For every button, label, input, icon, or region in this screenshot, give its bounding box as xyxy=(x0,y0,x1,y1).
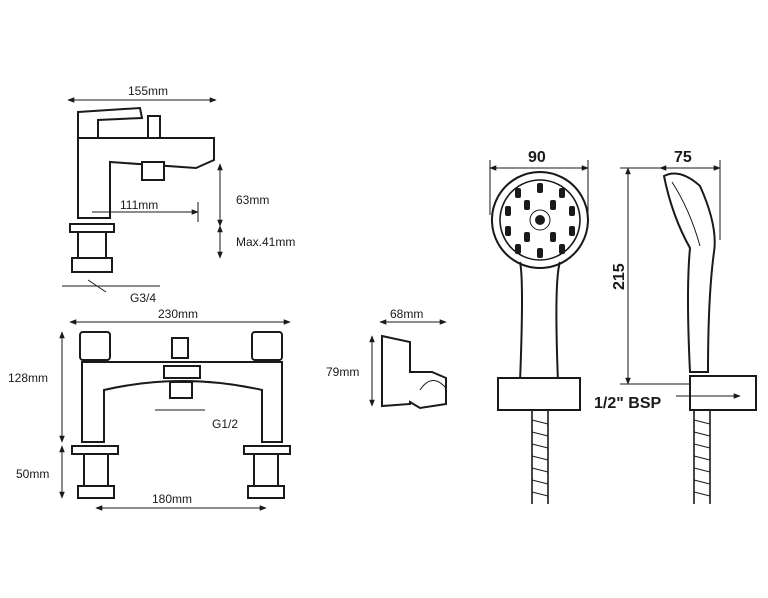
front-height-label: 128mm xyxy=(8,371,48,385)
side-height-label: 63mm xyxy=(236,193,269,207)
mixer-front-view: 230mm 128mm 50mm G1/2 180mm xyxy=(8,307,291,511)
hose-thread-label: 1/2" BSP xyxy=(594,395,662,412)
head-side-width-label: 75 xyxy=(674,149,692,166)
spout-reach-label: 111mm xyxy=(120,198,158,212)
front-tail-label: 50mm xyxy=(16,467,49,481)
deck-thickness-label: Max.41mm xyxy=(236,235,295,249)
front-thread-label: G1/2 xyxy=(212,417,238,431)
side-thread-label: G3/4 xyxy=(130,291,156,305)
holder-width-label: 68mm xyxy=(390,307,423,321)
handset-front-view: 90 xyxy=(489,149,589,504)
front-width-label: 230mm xyxy=(158,307,198,321)
wall-holder: 68mm 79mm xyxy=(326,307,447,410)
side-width-label: 155mm xyxy=(128,84,168,98)
head-width-label: 90 xyxy=(528,149,546,166)
handset-length-label: 215 xyxy=(611,263,628,290)
holder-height-label: 79mm xyxy=(326,365,359,379)
front-centres-label: 180mm xyxy=(152,492,192,506)
handset-side-view: 75 215 1/2" BSP xyxy=(594,149,757,504)
mixer-side-view: 155mm 111mm 63mm Max.41mm G3/4 xyxy=(62,84,295,305)
